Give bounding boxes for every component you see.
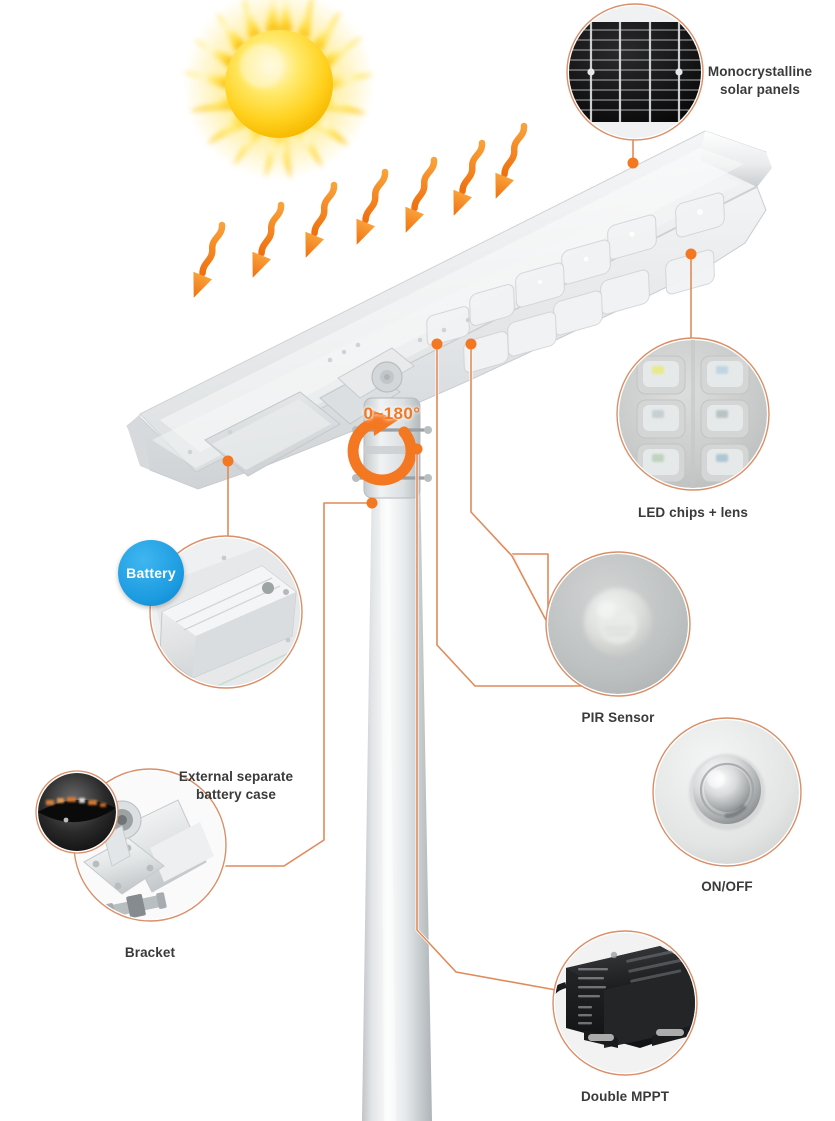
callout-led-chips-lens[interactable] bbox=[616, 337, 770, 491]
callout-on-off-button[interactable] bbox=[652, 717, 802, 867]
label-external-separate-battery-case: External separate battery case bbox=[178, 769, 294, 803]
battery-badge-label: Battery bbox=[126, 565, 176, 581]
label-led-chips-lens: LED chips + lens bbox=[637, 505, 748, 520]
rotation-angle-label: 0~180° bbox=[363, 404, 421, 423]
callout-double-mppt-controller[interactable] bbox=[548, 930, 700, 1076]
battery-badge: Battery bbox=[118, 540, 184, 606]
leader-anchor-dots bbox=[222, 157, 697, 509]
leader-lines bbox=[107, 139, 692, 994]
callout-monocrystalline-solar-panels[interactable] bbox=[566, 3, 704, 141]
label-pir-sensor: PIR Sensor bbox=[581, 710, 655, 725]
label-monocrystalline-solar-panels: Monocrystalline solar panels bbox=[707, 64, 813, 98]
label-double-mppt: Double MPPT bbox=[580, 1089, 670, 1104]
sunlight-arrows bbox=[193, 122, 528, 298]
sun-graphic bbox=[182, 0, 375, 180]
callout-pir-sensor[interactable] bbox=[545, 551, 691, 697]
bracket-hardware-inset[interactable] bbox=[35, 770, 119, 854]
lamp-head bbox=[126, 130, 772, 490]
label-on-off-button: ON/OFF bbox=[701, 879, 753, 894]
rotation-arrow-icon bbox=[347, 410, 417, 486]
label-bracket: Bracket bbox=[124, 945, 176, 960]
light-pole bbox=[362, 470, 432, 1121]
callout-battery-compartment[interactable] bbox=[149, 535, 306, 700]
